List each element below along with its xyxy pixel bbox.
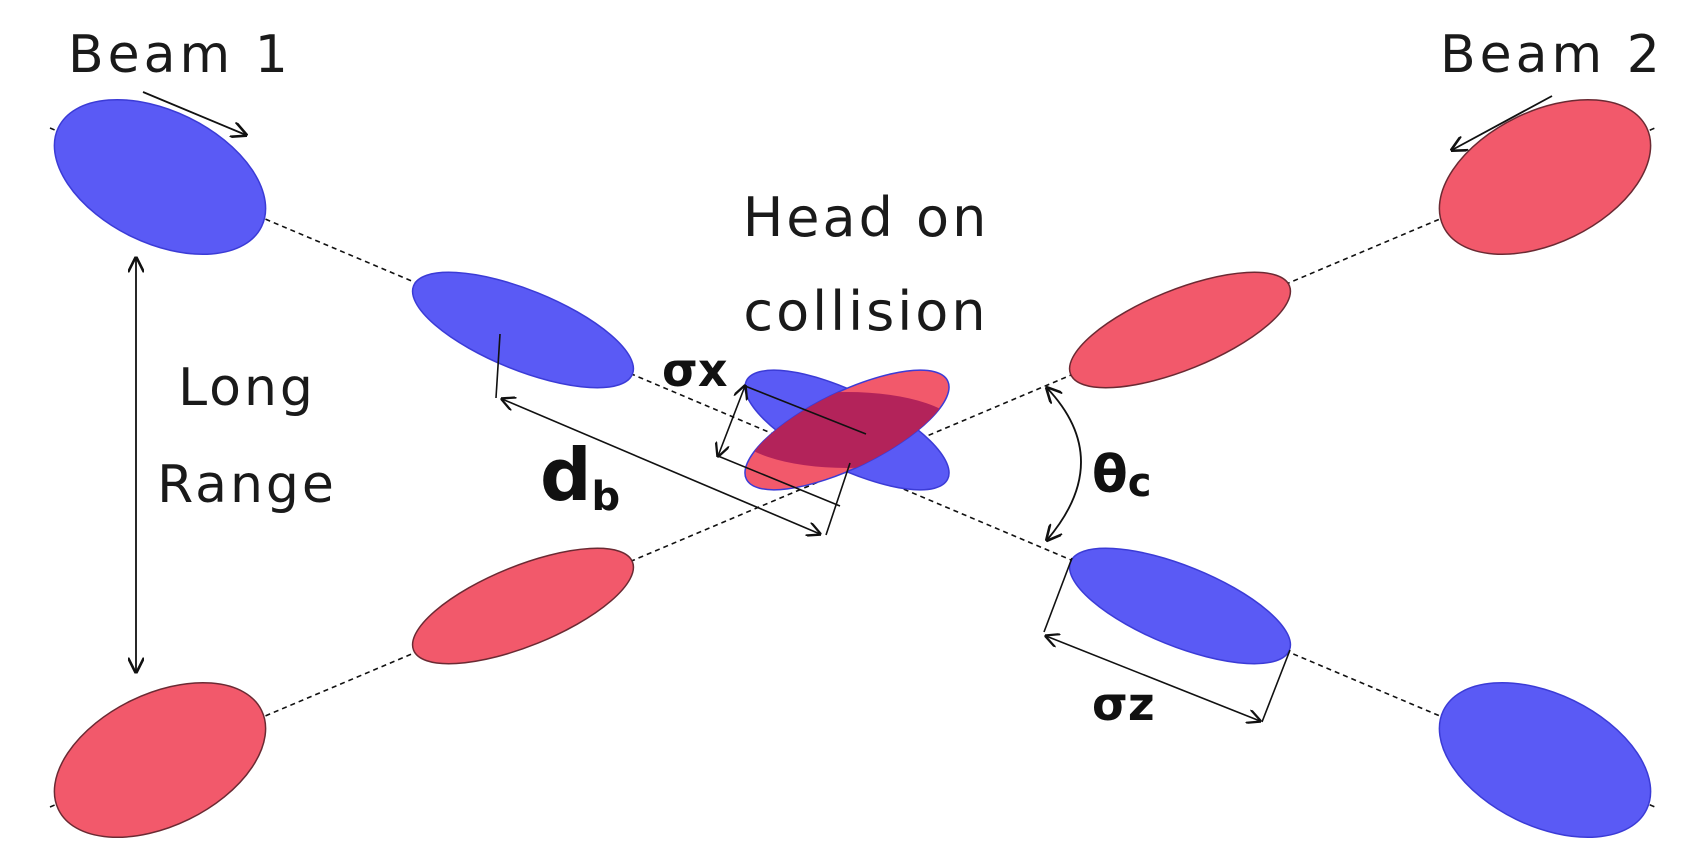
theta-main: θ [1092,445,1128,505]
db-label: db [540,433,620,520]
beam2-bunch-right [1068,271,1292,389]
head-on-label: Head on [743,186,990,249]
sigma-z-label: σz [1092,677,1155,731]
beam2-bunch-bottom-left [53,681,267,839]
beam1-label: Beam 1 [68,25,292,85]
collision-label: collision [743,280,988,343]
long-label: Long [178,358,316,418]
db-main: d [540,433,592,517]
beam2-bunch-left [411,547,635,665]
sigma-x-dimension [718,386,867,507]
sigma-x-label: σx [662,343,728,397]
range-label: Range [157,455,337,515]
sigma-z-dimension [1044,557,1291,722]
beam2-label: Beam 2 [1440,25,1664,85]
db-dimension [495,333,851,535]
beam1-direction-arrow [142,91,246,135]
beam1-bunch-right [1068,547,1292,665]
crossing-angle-arc [1047,388,1082,540]
beam1-bunch-bottom-right [1438,681,1652,839]
theta-subscript: c [1128,460,1152,506]
theta-c-label: θc [1092,445,1151,506]
beam1-bunch-left [411,271,635,389]
db-subscript: b [592,474,621,520]
beam2-bunches [53,98,1652,839]
beam2-bunch-top-right [1438,98,1652,256]
beam2-direction-arrow [1452,95,1553,150]
beam2-axis [49,127,1656,808]
beam1-axis [49,127,1656,808]
beam1-bunch-top-left [53,98,267,256]
beam1-bunches [53,98,1652,839]
